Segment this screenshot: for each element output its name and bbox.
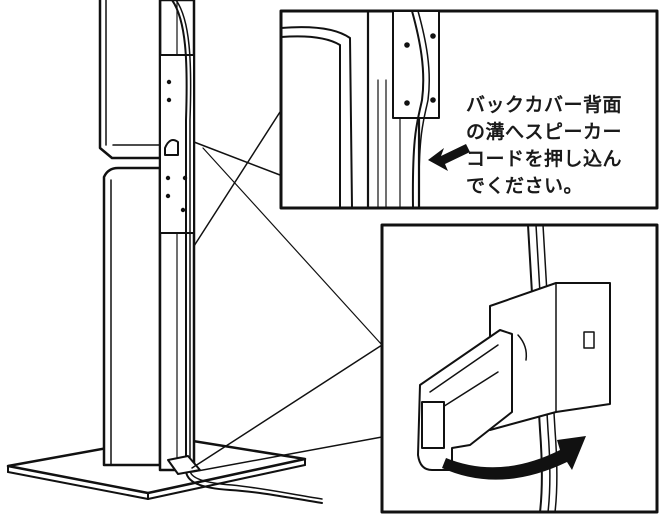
detail-box-cover-groove	[279, 9, 659, 210]
display-unit	[98, 0, 162, 160]
speaker-cord	[171, 0, 323, 504]
push-arrow	[428, 144, 470, 171]
instruction-line: コードを押し込ん	[466, 148, 623, 170]
instruction-line: でください。	[466, 175, 584, 197]
stand-illustration	[6, 0, 383, 504]
back-cover-panel	[102, 166, 162, 467]
detail-box-clip	[380, 223, 659, 514]
instruction-line: の溝へスピーカー	[466, 121, 623, 143]
instruction-line: バックカバー背面	[466, 94, 623, 116]
instruction-text: バックカバー背面 の溝へスピーカー コードを押し込ん でください。	[466, 92, 658, 200]
rotate-arrow	[442, 436, 586, 480]
